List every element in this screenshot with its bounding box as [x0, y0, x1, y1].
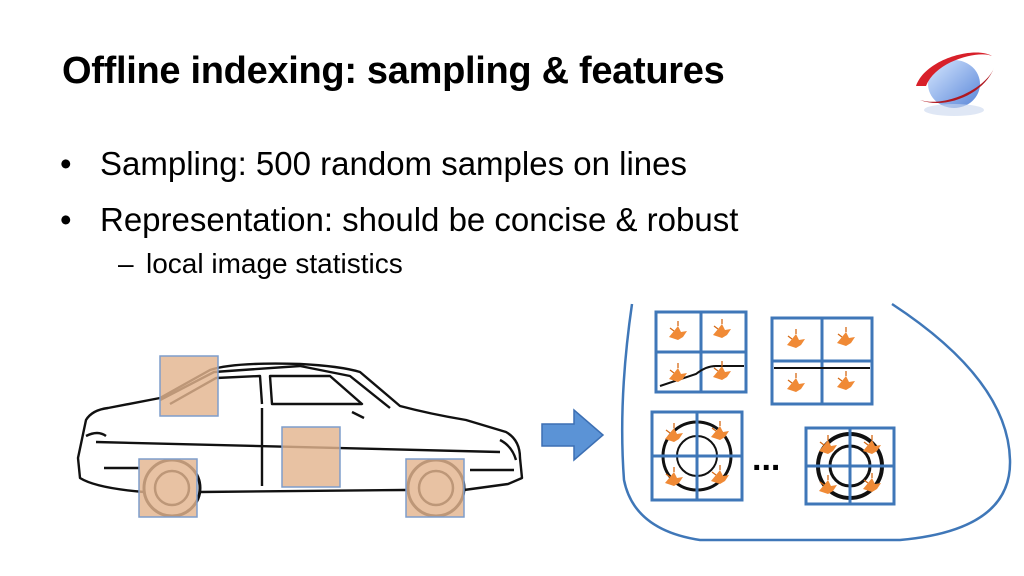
sample-patch [405, 458, 465, 518]
arrow-right-icon [541, 408, 605, 462]
ellipsis: ... [752, 440, 780, 478]
sub-bullet-text: local image statistics [146, 248, 403, 279]
bullet-marker: • [60, 145, 72, 182]
feature-bag [620, 302, 1012, 542]
sample-patches [138, 355, 465, 518]
bullet-item: • Representation: should be concise & ro… [58, 196, 738, 252]
feature-grid [804, 426, 896, 506]
feature-grid [654, 310, 748, 394]
sample-patch [138, 458, 198, 518]
logo-icon [916, 52, 994, 116]
bullet-text: Sampling: 500 random samples on lines [100, 145, 687, 182]
bullet-marker: • [60, 201, 72, 238]
feature-grid [770, 316, 874, 406]
bullet-item: • Sampling: 500 random samples on lines [58, 140, 738, 196]
feature-grid [650, 410, 744, 502]
bullet-text: Representation: should be concise & robu… [100, 201, 739, 238]
sampling-figure: ... [76, 302, 1012, 542]
slide-title: Offline indexing: sampling & features [62, 50, 725, 92]
bullet-list: • Sampling: 500 random samples on lines … [58, 140, 738, 284]
sample-patch [159, 355, 219, 417]
sample-patch [281, 426, 341, 488]
sub-bullet-marker: – [118, 248, 134, 279]
sub-bullet-item: – local image statistics [58, 244, 738, 284]
